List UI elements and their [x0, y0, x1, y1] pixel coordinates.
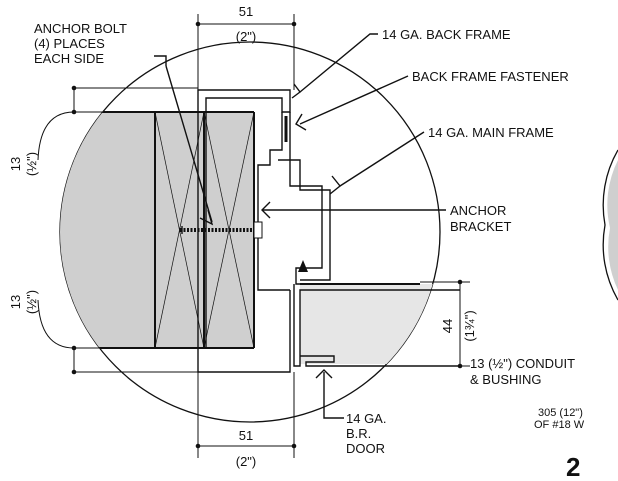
door-panel [300, 284, 440, 364]
door-label-line2: B.R. [346, 426, 371, 441]
anchor-bracket-label-line2: BRACKET [450, 219, 511, 234]
dimension-ticks [71, 21, 463, 449]
left-lower-value: 13 [8, 295, 23, 309]
anchor-bolt-label-line2: (4) PLACES [34, 36, 105, 51]
door-edge [293, 284, 460, 367]
frame-marker-icon [298, 260, 308, 272]
main-frame-label: 14 GA. MAIN FRAME [428, 125, 554, 140]
main-frame-inner [278, 159, 331, 281]
main-frame [257, 112, 323, 291]
left-lower-imperial: (½") [24, 290, 39, 314]
bottom-width-imperial: (2") [236, 454, 257, 469]
back-frame-label: 14 GA. BACK FRAME [382, 27, 511, 42]
anchor-bolt-label-line1: ANCHOR BOLT [34, 21, 127, 36]
right-height-value: 44 [440, 319, 455, 333]
anchor-bracket-plate [253, 221, 263, 239]
leader-lines [154, 33, 446, 419]
conduit-label-line2: & BUSHING [470, 372, 542, 387]
adjacent-detail-circle [602, 149, 618, 301]
anchor-bolt-label-line3: EACH SIDE [34, 51, 104, 66]
door-label-line3: DOOR [346, 441, 385, 456]
top-width-imperial: (2") [236, 29, 257, 44]
anchor-bolt [180, 226, 254, 234]
left-upper-imperial: (½") [24, 152, 39, 176]
conduit-label-line1: 13 (½") CONDUIT [470, 356, 575, 371]
door-label-line1: 14 GA. [346, 411, 386, 426]
wall-section [60, 112, 254, 348]
anchor-bracket-label-line1: ANCHOR [450, 203, 506, 218]
right-height-imperial: (1¾") [462, 310, 477, 341]
detail-number: 2 [566, 452, 580, 476]
bottom-width-value: 51 [239, 428, 253, 443]
back-frame-fastener-label: BACK FRAME FASTENER [412, 69, 569, 84]
wire-label-line1: 305 (12") [538, 407, 583, 419]
back-frame-lower [197, 290, 291, 373]
top-width-value: 51 [239, 4, 253, 19]
left-upper-value: 13 [8, 157, 23, 171]
wire-label-line2: OF #18 W [534, 419, 585, 431]
back-frame [197, 89, 291, 348]
